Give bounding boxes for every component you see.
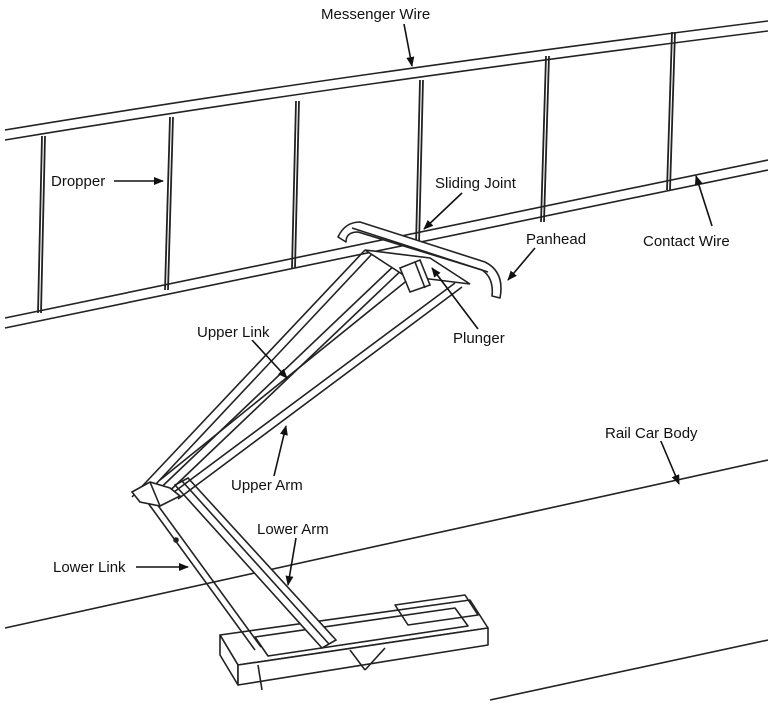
leader-panhead bbox=[507, 247, 536, 281]
lower-link bbox=[139, 488, 262, 651]
leader-upper-link bbox=[251, 339, 288, 379]
knuckle-joint bbox=[130, 481, 182, 507]
leader-sliding-joint bbox=[423, 192, 463, 230]
base-frame bbox=[219, 594, 489, 691]
label-rail-car-body: Rail Car Body bbox=[604, 425, 699, 442]
label-contact-wire: Contact Wire bbox=[642, 233, 731, 250]
label-lower-arm: Lower Arm bbox=[256, 521, 330, 538]
rail-car-body bbox=[4, 459, 768, 701]
label-dropper: Dropper bbox=[50, 173, 107, 190]
leader-plunger bbox=[431, 267, 479, 330]
leader-contact-wire bbox=[694, 175, 713, 227]
leader-rail-car-body bbox=[659, 438, 680, 485]
droppers bbox=[37, 31, 676, 314]
panhead bbox=[337, 221, 502, 299]
leader-lower-arm bbox=[285, 537, 297, 586]
plunger bbox=[364, 249, 471, 294]
label-upper-arm: Upper Arm bbox=[230, 477, 304, 494]
label-upper-link: Upper Link bbox=[196, 324, 271, 341]
upper-arm bbox=[149, 259, 463, 503]
upper-link bbox=[131, 249, 373, 502]
leader-arrows bbox=[114, 23, 713, 586]
label-panhead: Panhead bbox=[525, 231, 588, 248]
lower-arm bbox=[173, 476, 338, 650]
label-sliding-joint: Sliding Joint bbox=[434, 175, 517, 192]
label-plunger: Plunger bbox=[452, 330, 506, 347]
messenger-wire bbox=[4, 20, 768, 141]
label-messenger-wire: Messenger Wire bbox=[320, 6, 432, 23]
label-lower-link: Lower Link bbox=[52, 559, 127, 576]
leader-upper-arm bbox=[273, 425, 288, 477]
leader-messenger-wire bbox=[403, 23, 415, 67]
